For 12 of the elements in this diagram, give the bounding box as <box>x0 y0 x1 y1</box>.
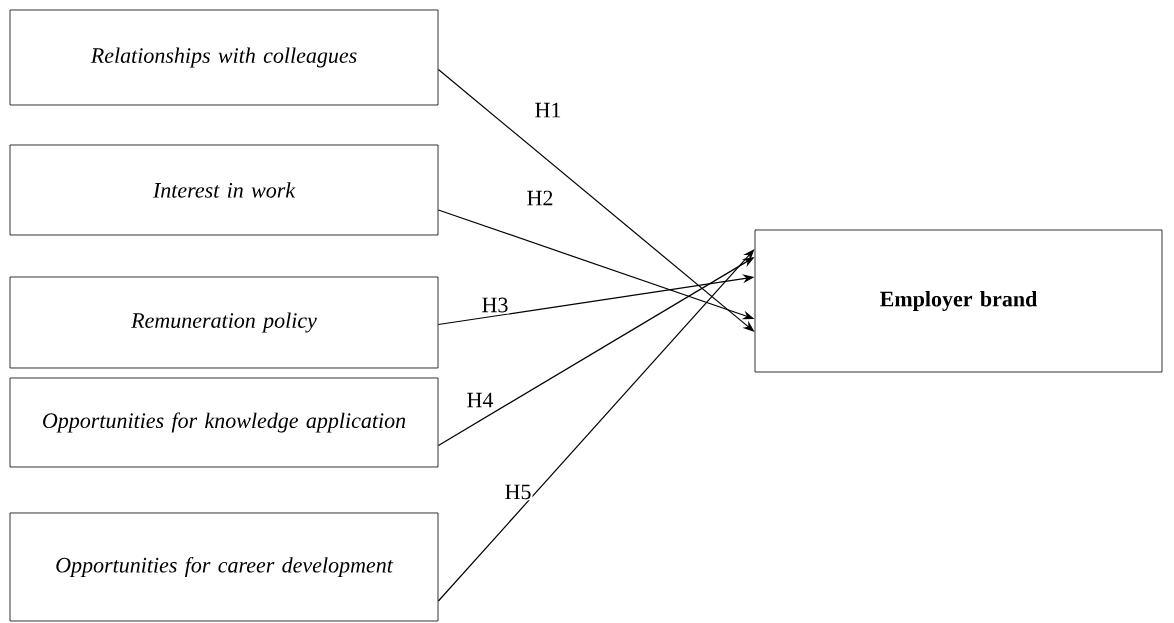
factor-box: Relationships with colleagues <box>9 9 439 106</box>
factor-box: Opportunities for knowledge application <box>9 377 439 468</box>
edge-label: H1 <box>533 101 563 119</box>
arrow <box>437 249 755 602</box>
edge-label: H4 <box>465 391 495 409</box>
factor-box: Interest in work <box>9 144 439 236</box>
target-box: Employer brand <box>754 229 1163 373</box>
factor-box: Opportunities for career development <box>9 512 439 622</box>
factor-box: Remuneration policy <box>9 276 439 369</box>
edge-label: H3 <box>480 296 510 314</box>
edge-label: H2 <box>525 189 555 207</box>
edge-label: H5 <box>503 483 533 501</box>
